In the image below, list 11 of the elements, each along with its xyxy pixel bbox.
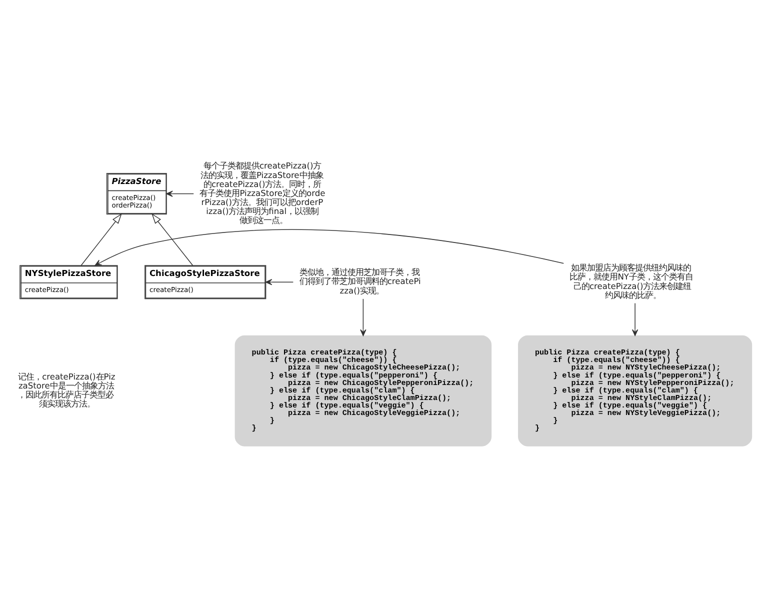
arrow xyxy=(632,302,638,336)
arrow xyxy=(166,190,194,197)
node-text: 每个子类都提供createPizza()方法的实现，覆盖PizzaStore中抽象的createPizza()方法。同时，所有子类使用PizzaStore定义的orderPizza()方法。我们可以把orderPizza()方法声明为final，以强制做到这一点。 xyxy=(200,160,326,226)
node-text: 类似地，通过使用芝加哥子类，我们得到了带芝加哥调料的createPizza()实现。 xyxy=(299,267,421,296)
arrow xyxy=(360,298,366,336)
arrow xyxy=(152,213,194,266)
arrow xyxy=(94,229,564,266)
arrow xyxy=(265,279,294,286)
label: 记住，createPizza()在PizzaStore中是一个抽象方法，因此所有比萨店子类型必须实现该方法。 xyxy=(17,371,116,409)
node-text: 如果加盟店为顾客提供纽约风味的比萨，就使用NY子类，这个类有自己的createPizza()方法来创建纽约风味的比萨。 xyxy=(570,262,694,300)
arrow xyxy=(80,213,122,266)
